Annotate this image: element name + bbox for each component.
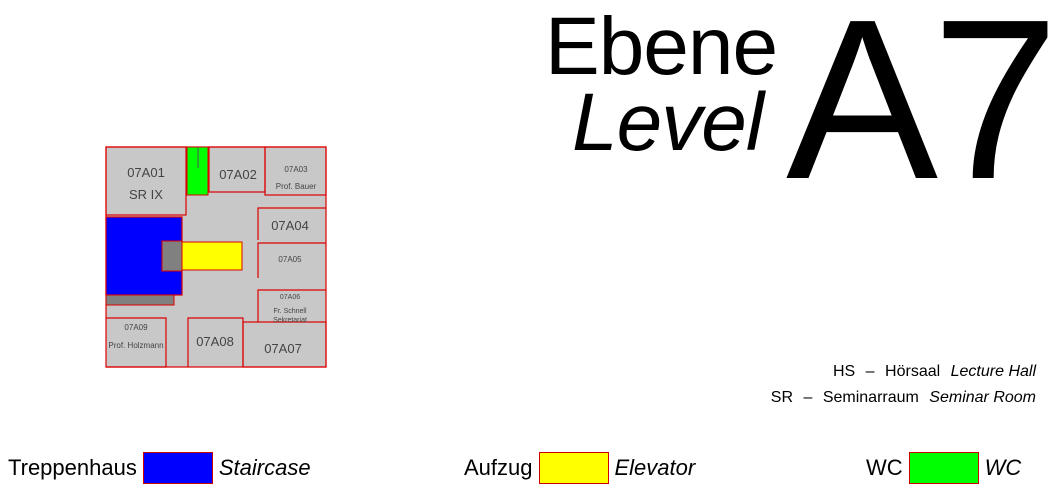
abbreviation-code: SR (770, 389, 793, 406)
legend-label-de: Treppenhaus (8, 455, 137, 480)
legend-label-en: Staircase (218, 455, 311, 480)
room-07A08[interactable] (187, 317, 244, 367)
abbreviation-de: Seminarraum (822, 389, 919, 406)
legend-wc: WC WC (866, 450, 1021, 486)
elevator-shaft (161, 240, 183, 272)
legend-swatch-wc (908, 452, 979, 484)
room-07A05[interactable] (257, 242, 326, 278)
room-number-07A08: 07A08 (196, 334, 234, 349)
room-number-07A09: 07A09 (124, 323, 148, 332)
room-name-07A09: Prof. Holzmann (108, 341, 163, 350)
floor-code: A7 (786, 0, 1059, 227)
room-number-07A04: 07A04 (271, 218, 309, 233)
room-name-07A06: Fr. Schnell (273, 308, 307, 315)
floor-title-de: Ebene (545, 1, 778, 92)
floor-title-en: Level (572, 77, 764, 168)
legend-swatch-elevator (538, 452, 609, 484)
abbreviation-separator: – (803, 389, 813, 406)
elevator-area (181, 241, 243, 271)
abbreviation-code: HS (832, 363, 856, 380)
room-07A06[interactable] (257, 289, 326, 322)
room-number-07A05: 07A05 (278, 255, 302, 264)
legend-label-de: Aufzug (464, 455, 533, 480)
abbreviation-en: Seminar Room (929, 389, 1036, 406)
abbreviation-separator: – (865, 363, 875, 380)
room-name-07A01: SR IX (129, 187, 163, 202)
legend-staircase: Treppenhaus Staircase (8, 450, 311, 486)
room-07A04[interactable] (257, 207, 326, 240)
abbreviation-sr: SR – Seminarraum Seminar Room (771, 388, 1036, 408)
legend-label-de: WC (866, 455, 903, 480)
abbreviation-hs: HS – Hörsaal Lecture Hall (833, 362, 1036, 382)
legend-elevator: Aufzug Elevator (464, 450, 695, 486)
floor-plan: 07A01 SR IX 07A02 07A03 Prof. Bauer 07A0… (105, 146, 327, 368)
room-number-07A07: 07A07 (264, 341, 302, 356)
room-number-07A03: 07A03 (284, 165, 308, 174)
legend-label-en: WC (984, 455, 1022, 480)
room-name2-07A06: Sekretariat (273, 317, 307, 324)
room-number-07A06: 07A06 (280, 294, 300, 301)
room-number-07A01: 07A01 (127, 165, 165, 180)
legend-swatch-staircase (142, 452, 213, 484)
room-name-07A03: Prof. Bauer (276, 182, 317, 191)
stair-landing (105, 294, 175, 306)
abbreviation-de: Hörsaal (885, 363, 941, 380)
abbreviation-en: Lecture Hall (950, 363, 1036, 380)
room-number-07A02: 07A02 (219, 167, 257, 182)
legend-label-en: Elevator (614, 455, 696, 480)
